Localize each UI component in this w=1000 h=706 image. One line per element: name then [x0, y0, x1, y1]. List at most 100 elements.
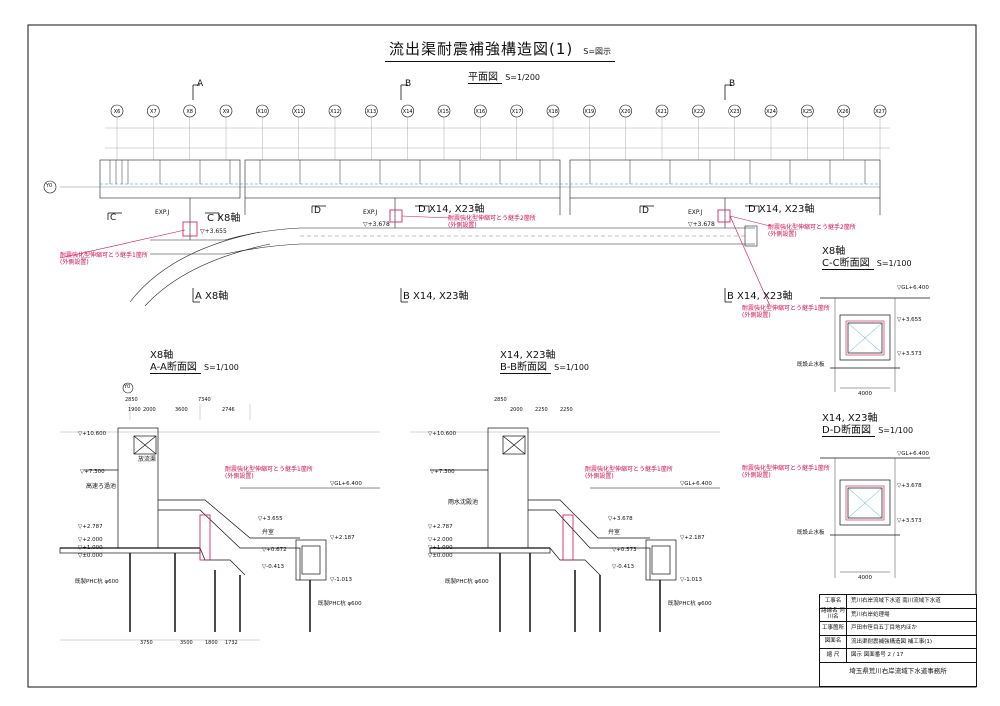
title-block-key: 縮 尺 [820, 649, 847, 662]
cut-a-bottom-label: A X8軸 [195, 291, 229, 302]
section-dd-red-note-text: 耐震強化型伸縮可とう継手1箇所 [742, 465, 830, 472]
plan-axis-circle [292, 104, 305, 118]
section-level-label: ▽+2.187 [680, 535, 705, 541]
section-level-label: ▽+0.672 [262, 547, 287, 553]
section-aa-title: X8軸 A-A断面図 S=1/100 [150, 350, 239, 374]
title-block-row: 図面名流出渠耐震補強構造図 補工事(1) [820, 635, 976, 649]
plan-red-note-4-sub: (外側設置) [742, 312, 771, 319]
plan-axis-circle [801, 104, 814, 118]
plan-axis-label: X7 [150, 109, 157, 115]
title-block-key: 図面名 [820, 635, 847, 648]
section-level-label: ▽GL+6.400 [680, 481, 712, 487]
plan-level-1: ▽+3.655 [200, 228, 227, 235]
plan-expj-2: EXP.J [363, 209, 378, 216]
section-dimension: 2250 [535, 407, 548, 413]
plan-axis-circle [764, 104, 778, 118]
section-dimension: 2850 [125, 397, 138, 403]
plan-axis-circle [474, 104, 487, 118]
cut-a-top: A [197, 79, 204, 89]
section-level-label: ▽GL+6.400 [330, 481, 362, 487]
section-level-label: ▽+1.000 [428, 545, 453, 551]
section-bb-red-note-sub: (外側設置) [585, 473, 614, 480]
cut-b-bottom-label: B X14, X23軸 [403, 291, 469, 302]
section-dd-width: 4000 [858, 575, 872, 581]
title-block-office: 埼玉県荒川右岸流域下水道事務所 [849, 667, 947, 675]
drawing-title-scale: S=図示 [583, 47, 612, 56]
title-block-row: 工事名荒川右岸流域下水道 南川流域下水道 [820, 595, 976, 609]
section-dd-title-text: D-D断面図 [822, 425, 876, 437]
section-bb-room: 雨水沈殿池 [448, 499, 479, 506]
section-dd-title: X14, X23軸 D-D断面図 S=1/100 [822, 413, 913, 437]
section-level-label: ▽+7.300 [80, 469, 105, 475]
plan-red-note-4-text: 耐震強化型伸縮可とう継手1箇所 [742, 305, 830, 312]
section-bb-title: X14, X23軸 B-B断面図 S=1/100 [500, 350, 589, 374]
plan-axis-circle [728, 104, 741, 118]
plan-red-note-1-sub: (外側設置) [60, 259, 89, 266]
section-bb-red-note-text: 耐震強化型伸縮可とう継手1箇所 [585, 466, 673, 473]
plan-level-2: ▽+3.678 [363, 221, 390, 228]
section-level-label: ▽+2.187 [330, 535, 355, 541]
plan-axis-circle [437, 104, 451, 118]
section-level-label: ▽-0.413 [262, 564, 284, 570]
plan-red-note-3-text: 耐震強化型伸縮可とう継手2箇所 [768, 224, 856, 231]
section-bb-valve: 弁室 [608, 529, 621, 536]
section-level-label: ▽+10.600 [428, 431, 457, 437]
section-dimension: 3600 [175, 407, 188, 413]
cut-b-bottom-label-2: B X14, X23軸 [727, 291, 793, 302]
section-level-label: ▽±0.000 [428, 553, 453, 559]
plan-axis-circle [583, 104, 596, 118]
plan-red-note-1: 耐震強化型伸縮可とう継手1箇所 (外側設置) [60, 252, 148, 266]
plan-axis-label: X26 [839, 109, 849, 115]
section-aa-title-text: A-A断面図 [150, 362, 201, 374]
cut-d-right-label-2: D X14, X23軸 [748, 204, 815, 215]
section-dimension: 2850 [494, 397, 507, 403]
plan-axis-circle [147, 104, 160, 118]
section-aa-y0: Y0 [124, 384, 131, 390]
title-block-value: 荒川右岸流域下水道 南川流域下水道 [851, 598, 941, 605]
plan-axis-circle [692, 104, 705, 118]
plan-axis-label: X13 [366, 109, 376, 115]
plan-red-note-2-sub: (外側設置) [448, 222, 477, 229]
cut-markers [107, 84, 760, 303]
plan-axis-circle [328, 104, 342, 118]
plan-axis-label: X14 [403, 109, 413, 115]
plan-axis-label: X11 [294, 109, 304, 115]
plan-axis-circle [655, 104, 669, 118]
section-level-label: ▽+1.000 [78, 545, 103, 551]
section-aa-pile-2: 既製PHC杭 φ600 [318, 601, 362, 607]
cut-d-left-2: D [642, 206, 649, 216]
plan-comb [109, 160, 866, 184]
section-cc-level-2: ▽+3.573 [897, 351, 922, 357]
plan-axis-label: X23 [730, 109, 740, 115]
plan-axis-label: X25 [802, 109, 812, 115]
title-block-value: 戸田市笹目五丁目地内ほか [851, 625, 918, 632]
plan-axis-label: X20 [621, 109, 631, 115]
cut-c-left: C [110, 213, 117, 223]
plan-axis-circle [256, 104, 269, 118]
section-level-label: ▽+3.678 [608, 516, 633, 522]
cut-b-top-1: B [405, 79, 412, 89]
section-cc-title: X8軸 C-C断面図 S=1/100 [822, 246, 912, 270]
section-dd-geometry [820, 457, 930, 578]
sheet-border [27, 24, 977, 688]
section-level-label: ▽±0.000 [78, 553, 103, 559]
section-cc-note: 既設止水板 [797, 362, 825, 368]
title-block-key: 工事箇所 [820, 622, 847, 635]
plan-axis-label: X21 [657, 109, 667, 115]
title-block-row: 縮 尺図示 図面番号 2 / 17 [820, 649, 976, 663]
section-level-label: ▽+2.000 [78, 537, 103, 543]
plan-level-3: ▽+3.678 [688, 221, 715, 228]
section-aa-red-note: 耐震強化型伸縮可とう継手1箇所 (外側設置) [225, 466, 313, 480]
title-block-value: 荒川右岸処理場 [851, 611, 890, 618]
plan-axis-label: X15 [439, 109, 449, 115]
section-cc-title-text: C-C断面図 [822, 258, 874, 270]
plan-red-note-1-text: 耐震強化型伸縮可とう継手1箇所 [60, 252, 148, 259]
section-cc-geometry [820, 297, 930, 392]
plan-axis-circle [219, 104, 233, 118]
section-dimension: 2000 [143, 407, 156, 413]
section-level-label: ▽+3.655 [258, 516, 283, 522]
plan-axis-circle [619, 104, 632, 118]
plan-title-text: 平面図 [468, 72, 502, 84]
section-level-label: ▽+7.300 [430, 469, 455, 475]
section-bb-red-note: 耐震強化型伸縮可とう継手1箇所 (外側設置) [585, 466, 673, 480]
